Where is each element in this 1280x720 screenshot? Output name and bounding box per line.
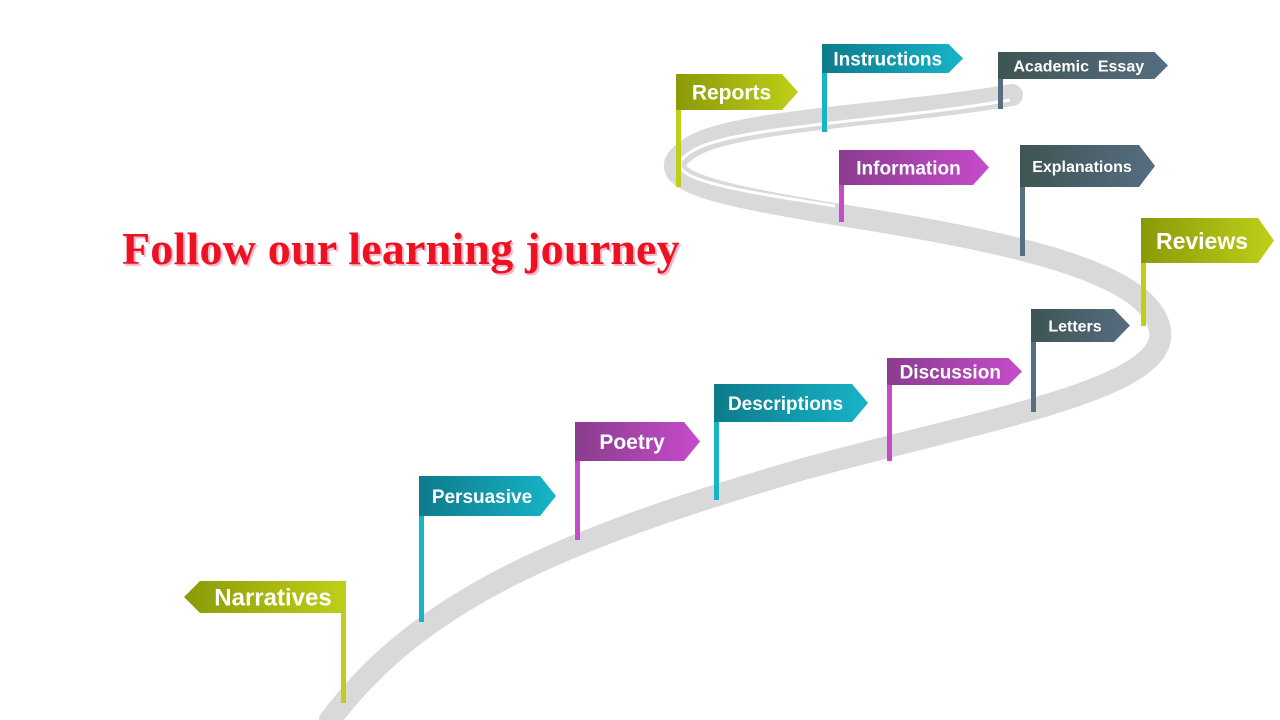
flag-banner (1020, 145, 1155, 187)
flag-banner (676, 74, 798, 110)
flag-banner (419, 476, 556, 516)
flag-pole (1020, 145, 1025, 256)
milestone-label: Instructions (833, 49, 942, 70)
milestone-label: Descriptions (728, 394, 843, 415)
milestone-academic-essay: Academic Essay (998, 52, 1168, 109)
flag-pole (1031, 309, 1036, 412)
milestone-label: Discussion (900, 362, 1001, 383)
milestone-reviews: Reviews (1141, 218, 1274, 326)
flag-pole (839, 150, 844, 222)
milestone-label: Letters (1048, 318, 1101, 335)
flag-banner (887, 358, 1022, 385)
milestone-label: Poetry (599, 431, 665, 454)
milestone-instructions: Instructions (822, 44, 963, 132)
flag-banner (184, 581, 346, 613)
flag-pole (676, 74, 681, 187)
flag-pole (887, 358, 892, 461)
milestone-narratives: Narratives (184, 581, 346, 703)
milestone-discussion: Discussion (887, 358, 1022, 461)
flag-banner (998, 52, 1168, 79)
milestone-label: Reviews (1156, 228, 1248, 254)
milestone-flags: Narratives Persuasive Poetry Descriptions Di… (184, 44, 1274, 703)
milestone-letters: Letters (1031, 309, 1130, 412)
flag-banner (1031, 309, 1130, 342)
flag-pole (714, 384, 719, 500)
milestone-poetry: Poetry (575, 422, 700, 540)
milestone-label: Explanations (1032, 159, 1132, 176)
flag-banner (839, 150, 989, 185)
milestone-label: Narratives (214, 585, 331, 612)
milestone-explanations: Explanations (1020, 145, 1155, 256)
road-lane (678, 98, 1011, 208)
milestone-information: Information (839, 150, 989, 222)
flag-pole (1141, 218, 1146, 326)
flag-pole (998, 52, 1003, 109)
flag-pole (575, 422, 580, 540)
flag-banner (575, 422, 700, 461)
road-main (319, 84, 1172, 720)
flag-pole (822, 44, 827, 132)
milestone-persuasive: Persuasive (419, 476, 556, 622)
flag-pole (419, 476, 424, 622)
flag-pole (341, 581, 346, 703)
flag-banner (822, 44, 963, 73)
milestone-label: Information (856, 158, 961, 179)
flag-banner (1141, 218, 1274, 263)
milestone-descriptions: Descriptions (714, 384, 868, 500)
milestone-reports: Reports (676, 74, 798, 187)
milestone-label: Reports (692, 82, 771, 105)
milestone-label: Persuasive (432, 487, 532, 508)
page-title: Follow our learning journey (122, 223, 680, 274)
milestone-label: Academic Essay (1013, 58, 1144, 75)
road (319, 84, 1172, 720)
flag-banner (714, 384, 868, 422)
